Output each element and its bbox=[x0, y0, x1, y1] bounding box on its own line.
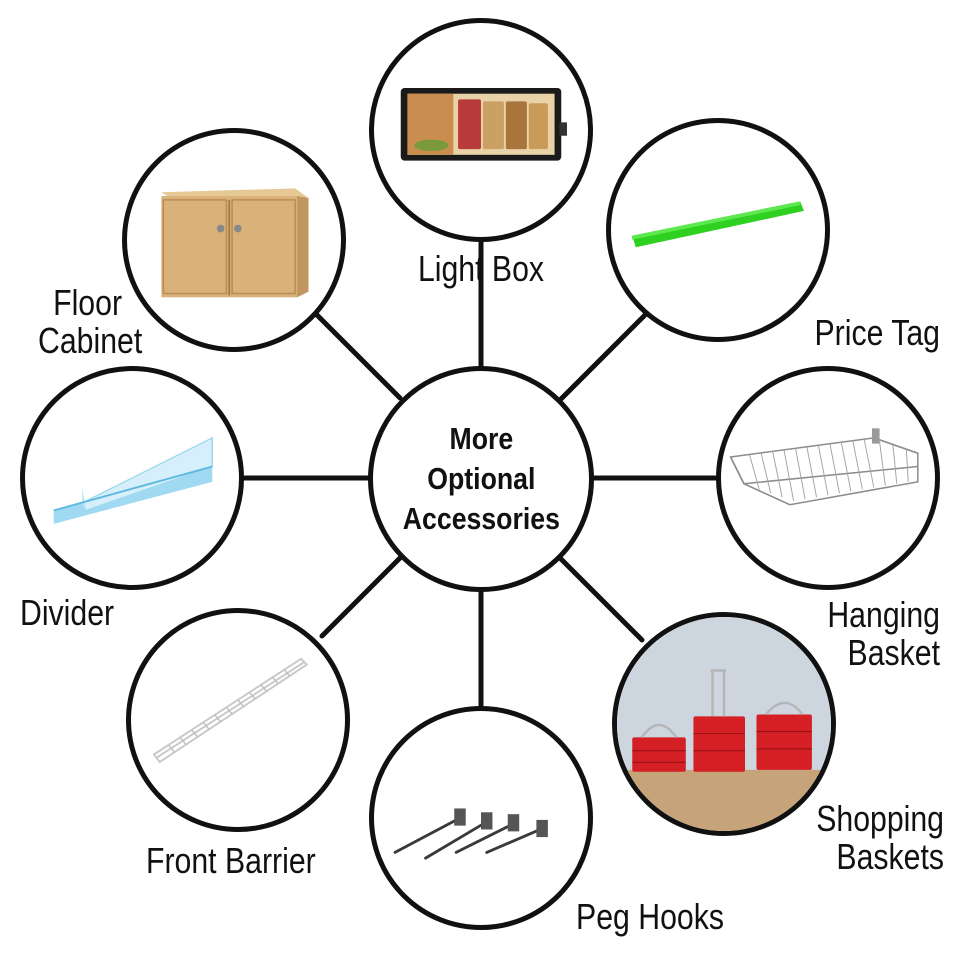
shopping-baskets-node bbox=[612, 612, 836, 836]
price-tag-strip-icon bbox=[632, 201, 804, 248]
wire-basket-icon bbox=[729, 428, 919, 506]
price-tag-node bbox=[606, 118, 830, 342]
floor-cabinet-label: Floor Cabinet bbox=[38, 282, 143, 361]
shopping-baskets-label: Shopping Baskets bbox=[816, 798, 944, 877]
floor-cabinet-node bbox=[122, 128, 346, 352]
shopping-basket-icon bbox=[617, 617, 831, 831]
divider-label: Divider bbox=[20, 592, 115, 633]
divider-node bbox=[20, 366, 244, 590]
light-box-label: Light Box bbox=[417, 248, 545, 289]
acrylic-divider-icon bbox=[53, 436, 213, 524]
connector-front-barrier bbox=[319, 555, 403, 639]
connector-floor-cabinet bbox=[311, 309, 403, 401]
hanging-basket-node bbox=[716, 366, 940, 590]
peg-hooks-label: Peg Hooks bbox=[576, 896, 724, 937]
center-node: More Optional Accessories bbox=[368, 366, 594, 592]
wooden-cabinet-icon bbox=[161, 188, 309, 298]
price-tag-label: Price Tag bbox=[814, 312, 940, 353]
light-box-icon bbox=[400, 87, 567, 161]
front-barrier-label: Front Barrier bbox=[146, 840, 316, 881]
front-barrier-icon bbox=[152, 657, 309, 764]
light-box-node bbox=[369, 18, 593, 242]
connector-price-tag bbox=[557, 309, 651, 403]
center-title: More Optional Accessories bbox=[402, 421, 560, 536]
front-barrier-node bbox=[126, 608, 350, 832]
peg-hooks-node bbox=[369, 706, 593, 930]
peg-hook-icon bbox=[393, 808, 548, 860]
hanging-basket-label: Hanging Basket bbox=[827, 594, 940, 673]
